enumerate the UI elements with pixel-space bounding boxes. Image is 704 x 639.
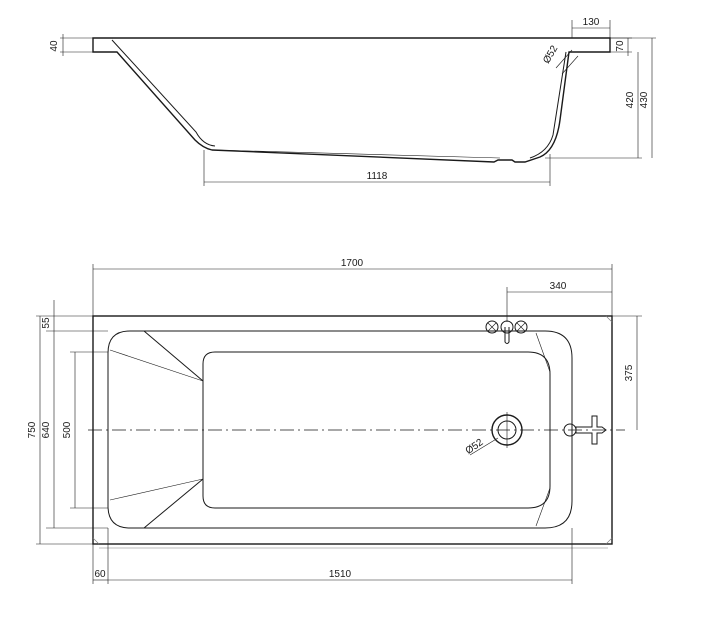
dim-line-overflow-side-2 xyxy=(561,55,579,75)
dim-label-340: 340 xyxy=(550,281,567,292)
tap-handle-right xyxy=(514,320,528,334)
dim-label-overflow-side: Ø52 xyxy=(541,43,560,65)
dim-label-drain-diameter: Ø52 xyxy=(464,437,486,457)
dim-label-750: 750 xyxy=(27,421,38,438)
dim-label-1510: 1510 xyxy=(329,569,352,580)
dim-label-375: 375 xyxy=(624,364,635,381)
dim-line-overflow-side xyxy=(555,49,573,69)
plan-view: Ø52 1700 340 375 55 750 64 xyxy=(27,258,642,584)
side-view-outline xyxy=(92,37,611,163)
side-view-bottom-line xyxy=(214,149,501,159)
drain xyxy=(491,412,523,448)
plan-backrest-lower xyxy=(109,478,204,501)
plan-inner-basin xyxy=(107,330,573,529)
plan-corner-top-right xyxy=(535,332,551,373)
side-view: 40 130 70 Ø52 420 430 1118 xyxy=(49,17,656,186)
dim-label-420: 420 xyxy=(625,91,636,108)
dim-label-70: 70 xyxy=(615,40,626,52)
dim-label-40: 40 xyxy=(49,40,60,52)
plan-backrest-line-bottom xyxy=(143,478,204,529)
plan-corner-bottom-right xyxy=(535,487,551,527)
dim-label-500: 500 xyxy=(62,421,73,438)
dim-label-640: 640 xyxy=(41,421,52,438)
side-view-inner-wall-right xyxy=(529,51,567,159)
dim-line-drain-diameter xyxy=(469,437,499,456)
dim-label-130: 130 xyxy=(583,17,600,28)
plan-rim-bevel-tr xyxy=(605,315,613,323)
plan-rim-bevel-br xyxy=(605,537,613,545)
plan-rim-bevel-bl xyxy=(92,537,100,545)
plan-basin-floor xyxy=(202,351,551,509)
dim-label-430: 430 xyxy=(639,91,650,108)
tap-handle-left-cross xyxy=(487,322,497,332)
tap-fittings xyxy=(485,320,528,344)
tap-handle-right-cross xyxy=(516,322,526,332)
dim-label-60: 60 xyxy=(94,569,106,580)
overflow-fixture xyxy=(563,415,607,445)
plan-backrest-line-top xyxy=(143,330,204,382)
dim-label-1700: 1700 xyxy=(341,258,364,269)
tap-spout-neck xyxy=(504,327,510,344)
plan-backrest-upper xyxy=(109,349,204,382)
dim-label-1118: 1118 xyxy=(367,171,388,182)
dim-label-55: 55 xyxy=(41,317,52,329)
overflow-valve xyxy=(575,415,607,445)
tap-handle-left xyxy=(485,320,499,334)
side-view-inner-wall-left xyxy=(111,39,216,147)
